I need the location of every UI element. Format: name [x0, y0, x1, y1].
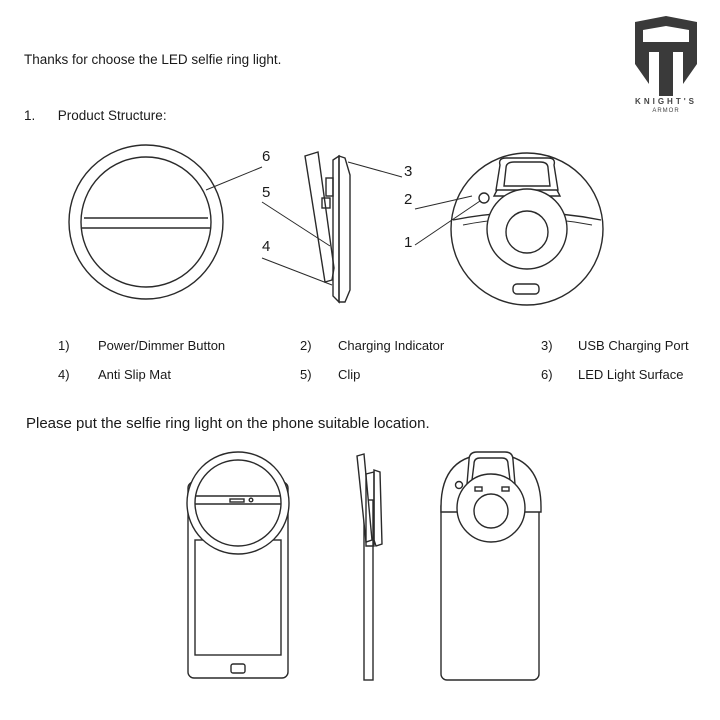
placement-instruction: Please put the selfie ring light on the …: [26, 415, 430, 432]
part-number: 4): [58, 367, 70, 382]
callout-4: 4: [262, 238, 271, 255]
part-number: 5): [300, 367, 312, 382]
part-number: 3): [541, 338, 553, 353]
part-label: Clip: [338, 367, 361, 382]
helmet-icon: [635, 16, 697, 96]
part-label: USB Charging Port: [578, 338, 689, 353]
ring-back-view: [450, 152, 604, 306]
leader-lines: [205, 161, 481, 286]
section-heading: 1. Product Structure:: [24, 108, 167, 123]
part-label: Anti Slip Mat: [98, 367, 171, 382]
ring-side-view: [304, 151, 351, 304]
callout-1: 1: [404, 234, 413, 251]
phone-front-illustration: [186, 451, 290, 679]
callout-2: 2: [404, 191, 413, 208]
parts-legend: 1) Power/Dimmer Button 2) Charging Indic…: [0, 336, 720, 396]
phone-side-illustration: [356, 453, 383, 681]
part-label: Power/Dimmer Button: [98, 338, 226, 353]
part-number: 6): [541, 367, 553, 382]
brand-name: KNIGHT'S: [635, 97, 697, 106]
part-label: LED Light Surface: [578, 367, 684, 382]
brand-logo: [624, 14, 708, 124]
intro-text: Thanks for choose the LED selfie ring li…: [24, 52, 282, 67]
brand-subtitle: ARMOR: [652, 108, 680, 114]
part-label: Charging Indicator: [338, 338, 445, 353]
section-title: Product Structure:: [57, 108, 167, 123]
part-number: 2): [300, 338, 312, 353]
part-number: 1): [58, 338, 70, 353]
callout-3: 3: [404, 163, 413, 180]
callout-6: 6: [262, 148, 271, 165]
ring-front-view: [68, 144, 224, 300]
callout-5: 5: [262, 184, 271, 201]
phone-back-illustration: [440, 451, 542, 681]
section-number: 1.: [24, 108, 36, 123]
